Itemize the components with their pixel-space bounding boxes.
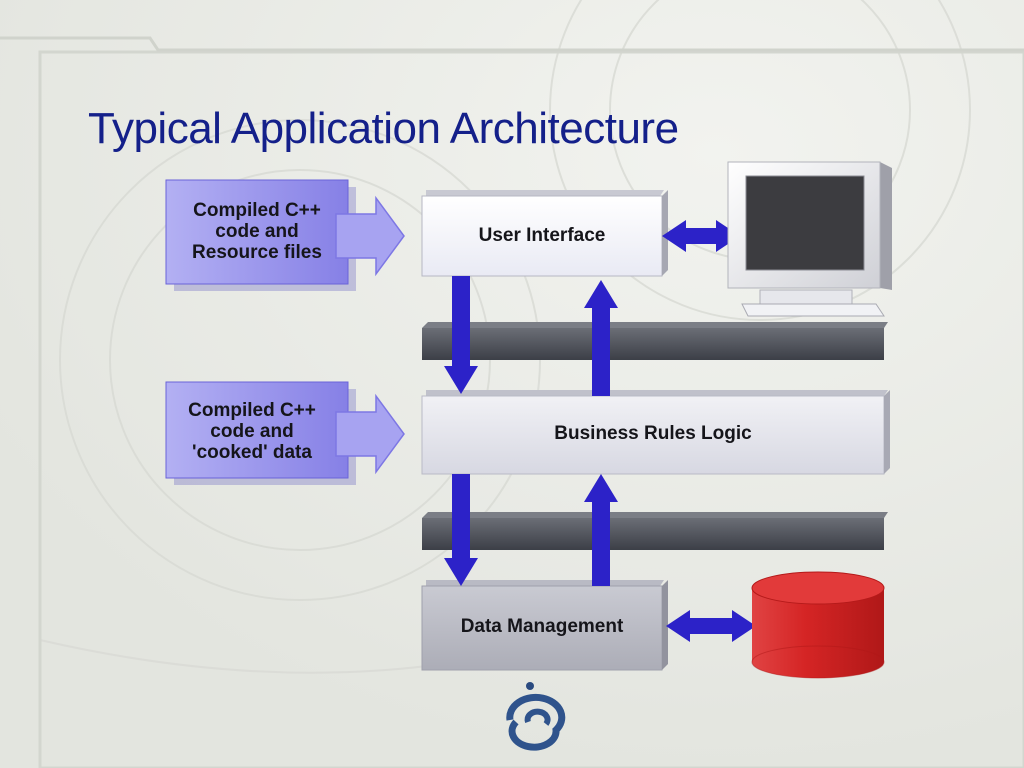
- separator-bar-lower: [422, 512, 888, 550]
- user-interface-box: [421, 190, 668, 277]
- separator-bar-upper: [422, 322, 888, 360]
- input-label-resources-line3: Resource files: [192, 242, 322, 263]
- input-label-cooked-line1: Compiled C++: [188, 400, 316, 421]
- swirl-logo-icon: [506, 682, 566, 751]
- input-label-resources-line1: Compiled C++: [193, 200, 321, 221]
- data-management-label: Data Management: [460, 616, 624, 637]
- arrow-into-ui: [335, 195, 405, 277]
- business-rules-label: Business Rules Logic: [554, 423, 752, 444]
- data-database-double-arrow: [666, 610, 756, 642]
- flow-arrows: [444, 276, 618, 586]
- input-label-resources-line2: code and: [215, 221, 299, 242]
- input-box-cooked-data: [165, 381, 405, 485]
- input-label-resources: Compiled C++ code and Resource files: [166, 200, 348, 263]
- arrow-into-business: [335, 393, 405, 475]
- slide-title: Typical Application Architecture: [88, 104, 679, 153]
- business-rules-box: [421, 390, 890, 475]
- database-cylinder-icon: [751, 571, 885, 679]
- input-label-cooked: Compiled C++ code and 'cooked' data: [166, 400, 338, 463]
- input-label-cooked-line2: code and: [210, 421, 294, 442]
- computer-monitor-icon: [727, 161, 892, 317]
- input-label-cooked-line3: 'cooked' data: [192, 442, 312, 463]
- input-box-resources: [165, 179, 405, 291]
- user-interface-label: User Interface: [478, 225, 606, 246]
